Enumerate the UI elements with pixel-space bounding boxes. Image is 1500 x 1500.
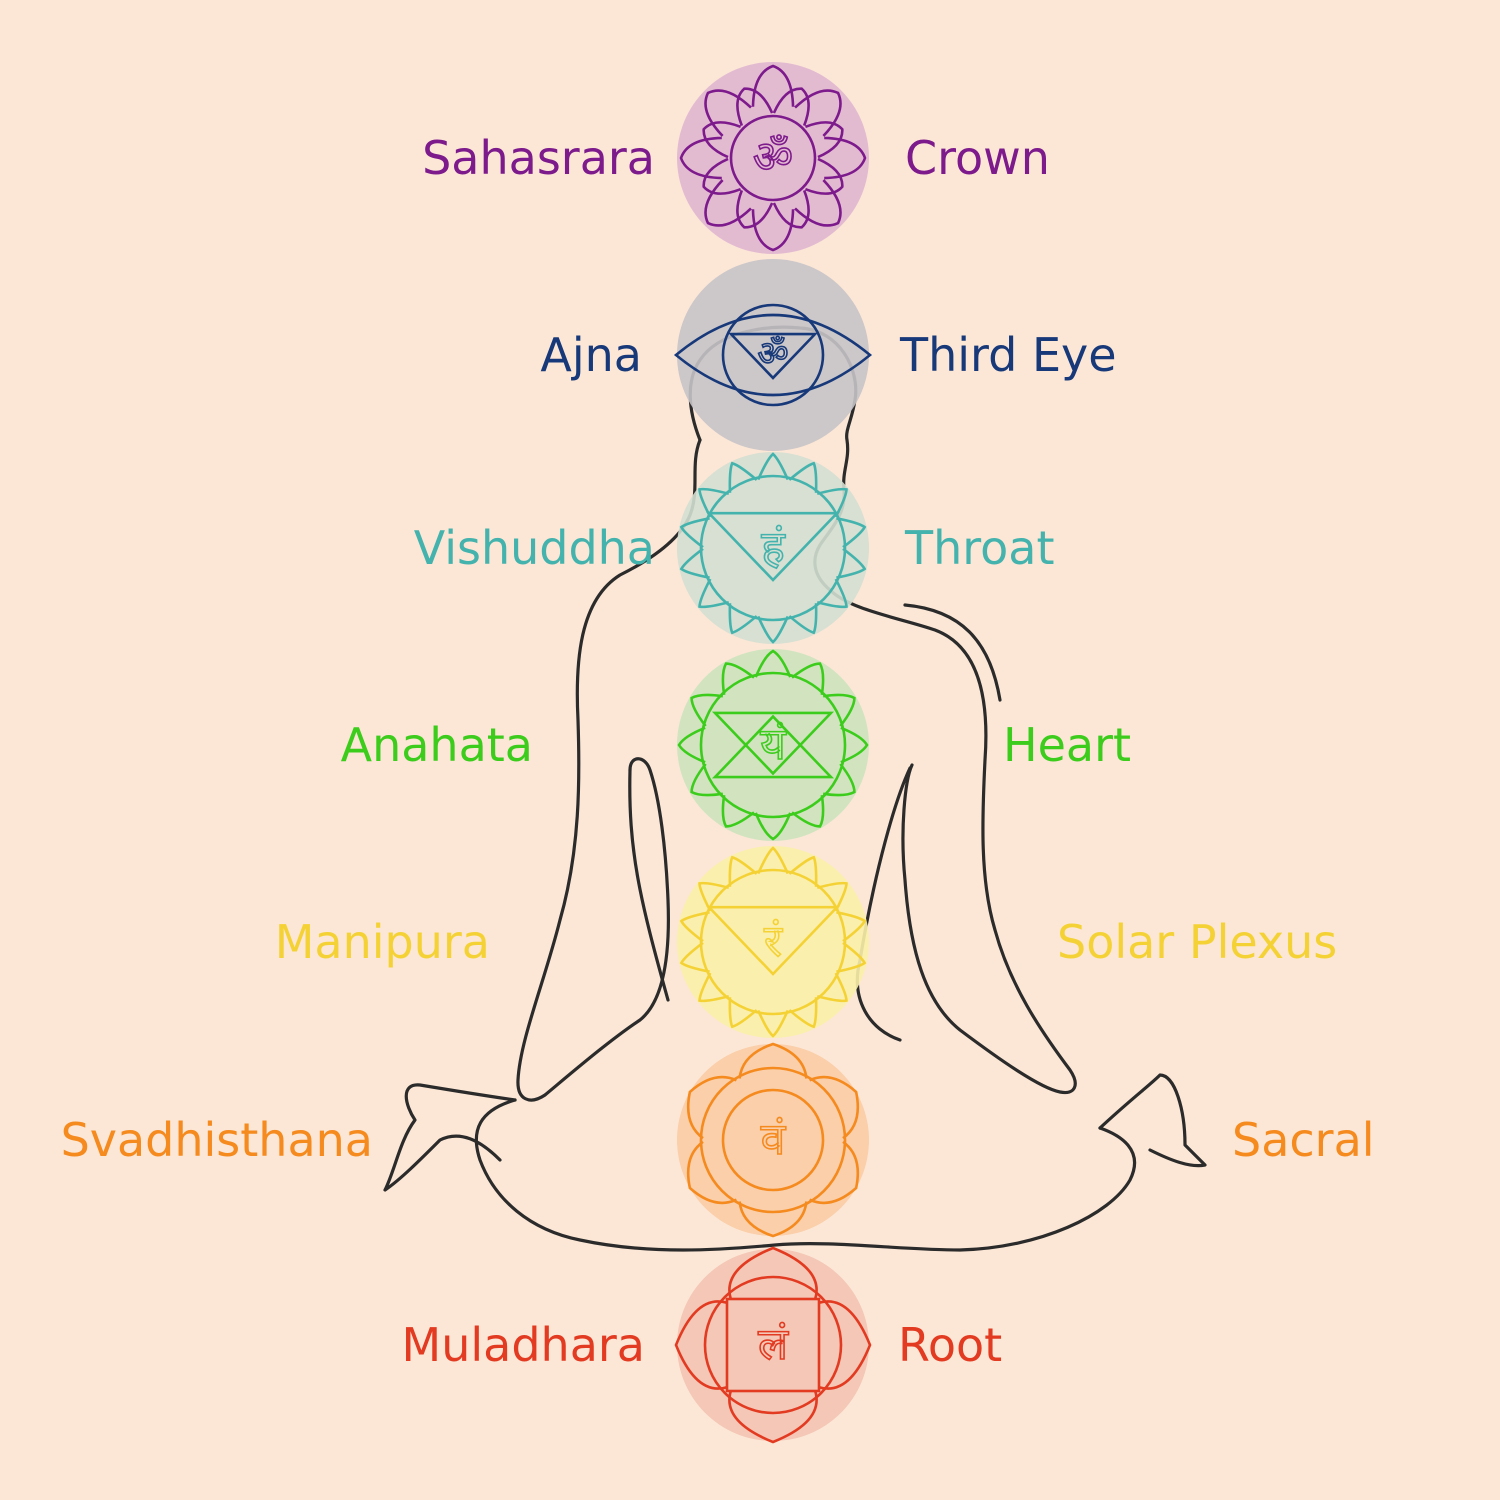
- square-shape: [725, 1297, 821, 1393]
- seed-syllable-glyph: यं: [760, 719, 787, 770]
- sanskrit-label-solar-plexus: Manipura: [274, 915, 490, 969]
- chakra-sacral: वं: [677, 1042, 869, 1238]
- triangle-down-shape: [711, 711, 835, 776]
- english-label-sacral: Sacral: [1232, 1113, 1375, 1167]
- sanskrit-label-throat: Vishuddha: [413, 521, 655, 575]
- english-label-third-eye: Third Eye: [900, 328, 1117, 382]
- sanskrit-label-third-eye: Ajna: [540, 328, 642, 382]
- chakra-disc: [677, 259, 869, 451]
- lotus-petals: [679, 64, 867, 252]
- seed-syllable-glyph: ॐ: [757, 334, 788, 374]
- triangle-down-shape: [727, 332, 819, 380]
- triangle-down-shape: [705, 511, 841, 582]
- seed-syllable-glyph: रं: [764, 916, 783, 967]
- chakra-disc: [677, 452, 869, 644]
- seed-syllable-glyph: लं: [758, 1319, 789, 1370]
- chakra-disc: [677, 1044, 869, 1236]
- english-label-root: Root: [898, 1318, 1003, 1372]
- chakra-heart: यं: [677, 649, 869, 841]
- chakra-disc: [677, 649, 869, 841]
- sanskrit-label-heart: Anahata: [340, 718, 533, 772]
- sanskrit-label-root: Muladhara: [401, 1318, 645, 1372]
- lotus-petals: [679, 452, 867, 644]
- english-label-throat: Throat: [905, 521, 1055, 575]
- sanskrit-label-crown: Sahasrara: [422, 131, 655, 185]
- meditating-figure-outline: [383, 325, 1207, 1252]
- english-label-heart: Heart: [1003, 718, 1132, 772]
- chakra-root: लं: [674, 1246, 872, 1444]
- seed-syllable-glyph: ॐ: [753, 132, 793, 183]
- triangle-up-shape: [711, 714, 835, 779]
- chakra-throat: हं: [677, 452, 869, 644]
- lotus-petals: [686, 1042, 860, 1238]
- seed-syllable-glyph: वं: [761, 1114, 787, 1165]
- chakra-third-eye: ॐ: [673, 259, 873, 451]
- sanskrit-label-sacral: Svadhisthana: [60, 1113, 373, 1167]
- chakra-disc: [677, 846, 869, 1038]
- lotus-petals: [674, 1246, 872, 1444]
- chakra-symbols: ॐ ॐ हं यं रं वं लं: [673, 62, 873, 1444]
- chakra-crown: ॐ: [677, 62, 869, 254]
- chakra-disc: [677, 62, 869, 254]
- chakra-solar-plexus: रं: [677, 846, 869, 1038]
- triangle-down-shape: [705, 905, 841, 976]
- english-label-crown: Crown: [905, 131, 1050, 185]
- lotus-petals: [679, 846, 867, 1038]
- seed-syllable-glyph: हं: [761, 522, 785, 573]
- lotus-petals: [677, 649, 869, 841]
- english-label-solar-plexus: Solar Plexus: [1057, 915, 1338, 969]
- lotus-petals: [702, 87, 844, 229]
